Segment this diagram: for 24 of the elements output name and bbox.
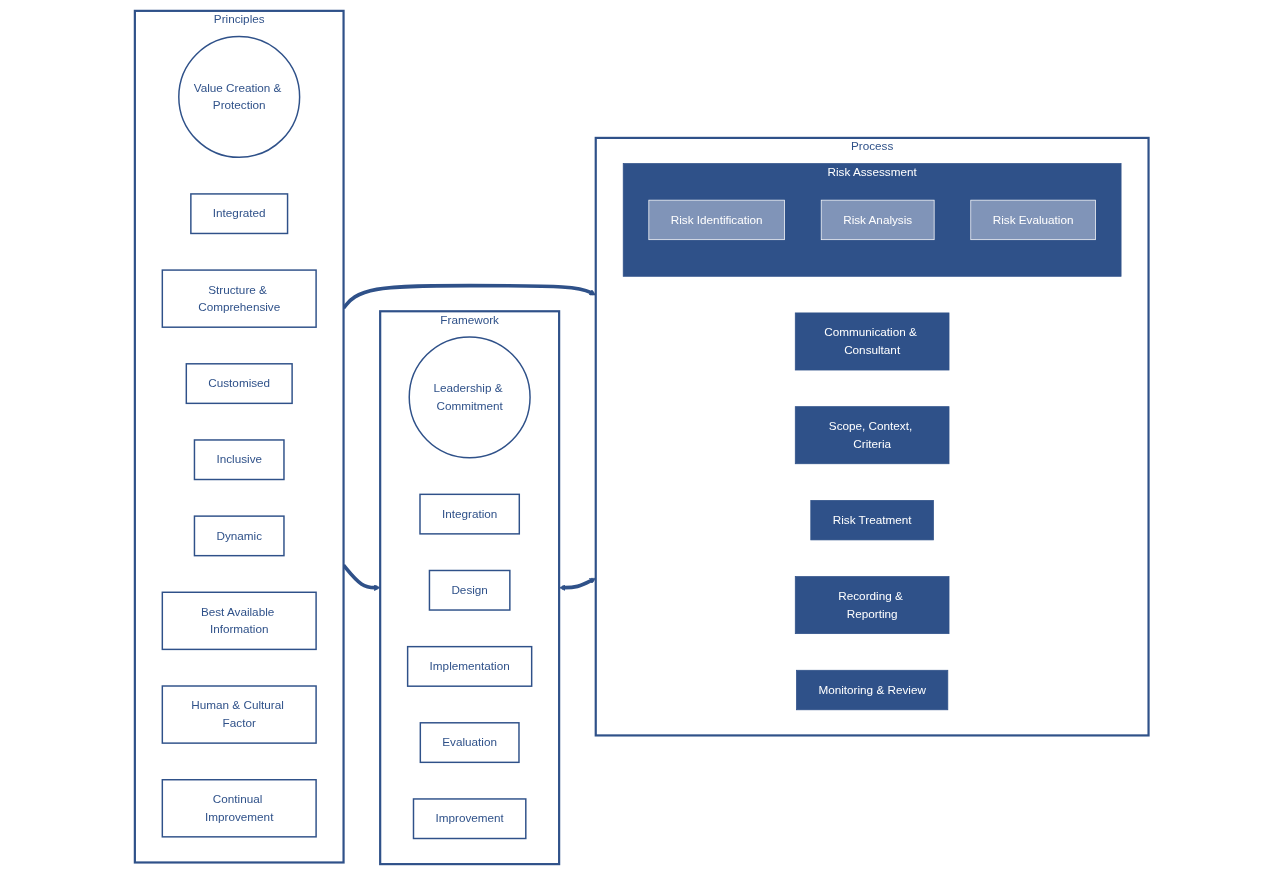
node-box: Customised bbox=[185, 363, 294, 405]
node-box: Design bbox=[429, 569, 511, 611]
node-circle: Value Creation & Protection bbox=[178, 35, 301, 159]
node-box: Risk Identification bbox=[648, 199, 786, 241]
node-box: Monitoring & Review bbox=[796, 669, 949, 711]
node-box: Risk Analysis bbox=[821, 199, 935, 241]
node-box: Structure & Comprehensive bbox=[161, 269, 318, 328]
node-box: Integrated bbox=[190, 193, 289, 235]
node-box: Scope, Context, Criteria bbox=[795, 406, 950, 465]
node-box: Risk Treatment bbox=[810, 500, 935, 541]
node-box: Evaluation bbox=[419, 722, 520, 764]
node-box: Human & Cultural Factor bbox=[161, 685, 318, 744]
node-circle: Leadership & Commitment bbox=[408, 336, 532, 459]
node-box: Inclusive bbox=[194, 439, 285, 481]
node-box: Continual Improvement bbox=[161, 779, 318, 838]
node-box: Improvement bbox=[413, 798, 527, 840]
node-box: Recording & Reporting bbox=[795, 576, 950, 634]
node-box: Implementation bbox=[407, 645, 533, 687]
node-box: Best Available Information bbox=[161, 591, 318, 651]
node-box: Communication & Consultant bbox=[795, 312, 950, 371]
node-box: Dynamic bbox=[194, 515, 285, 557]
node-box: Integration bbox=[419, 493, 521, 535]
arrow bbox=[559, 578, 597, 591]
node-box: Risk Evaluation bbox=[970, 199, 1097, 241]
